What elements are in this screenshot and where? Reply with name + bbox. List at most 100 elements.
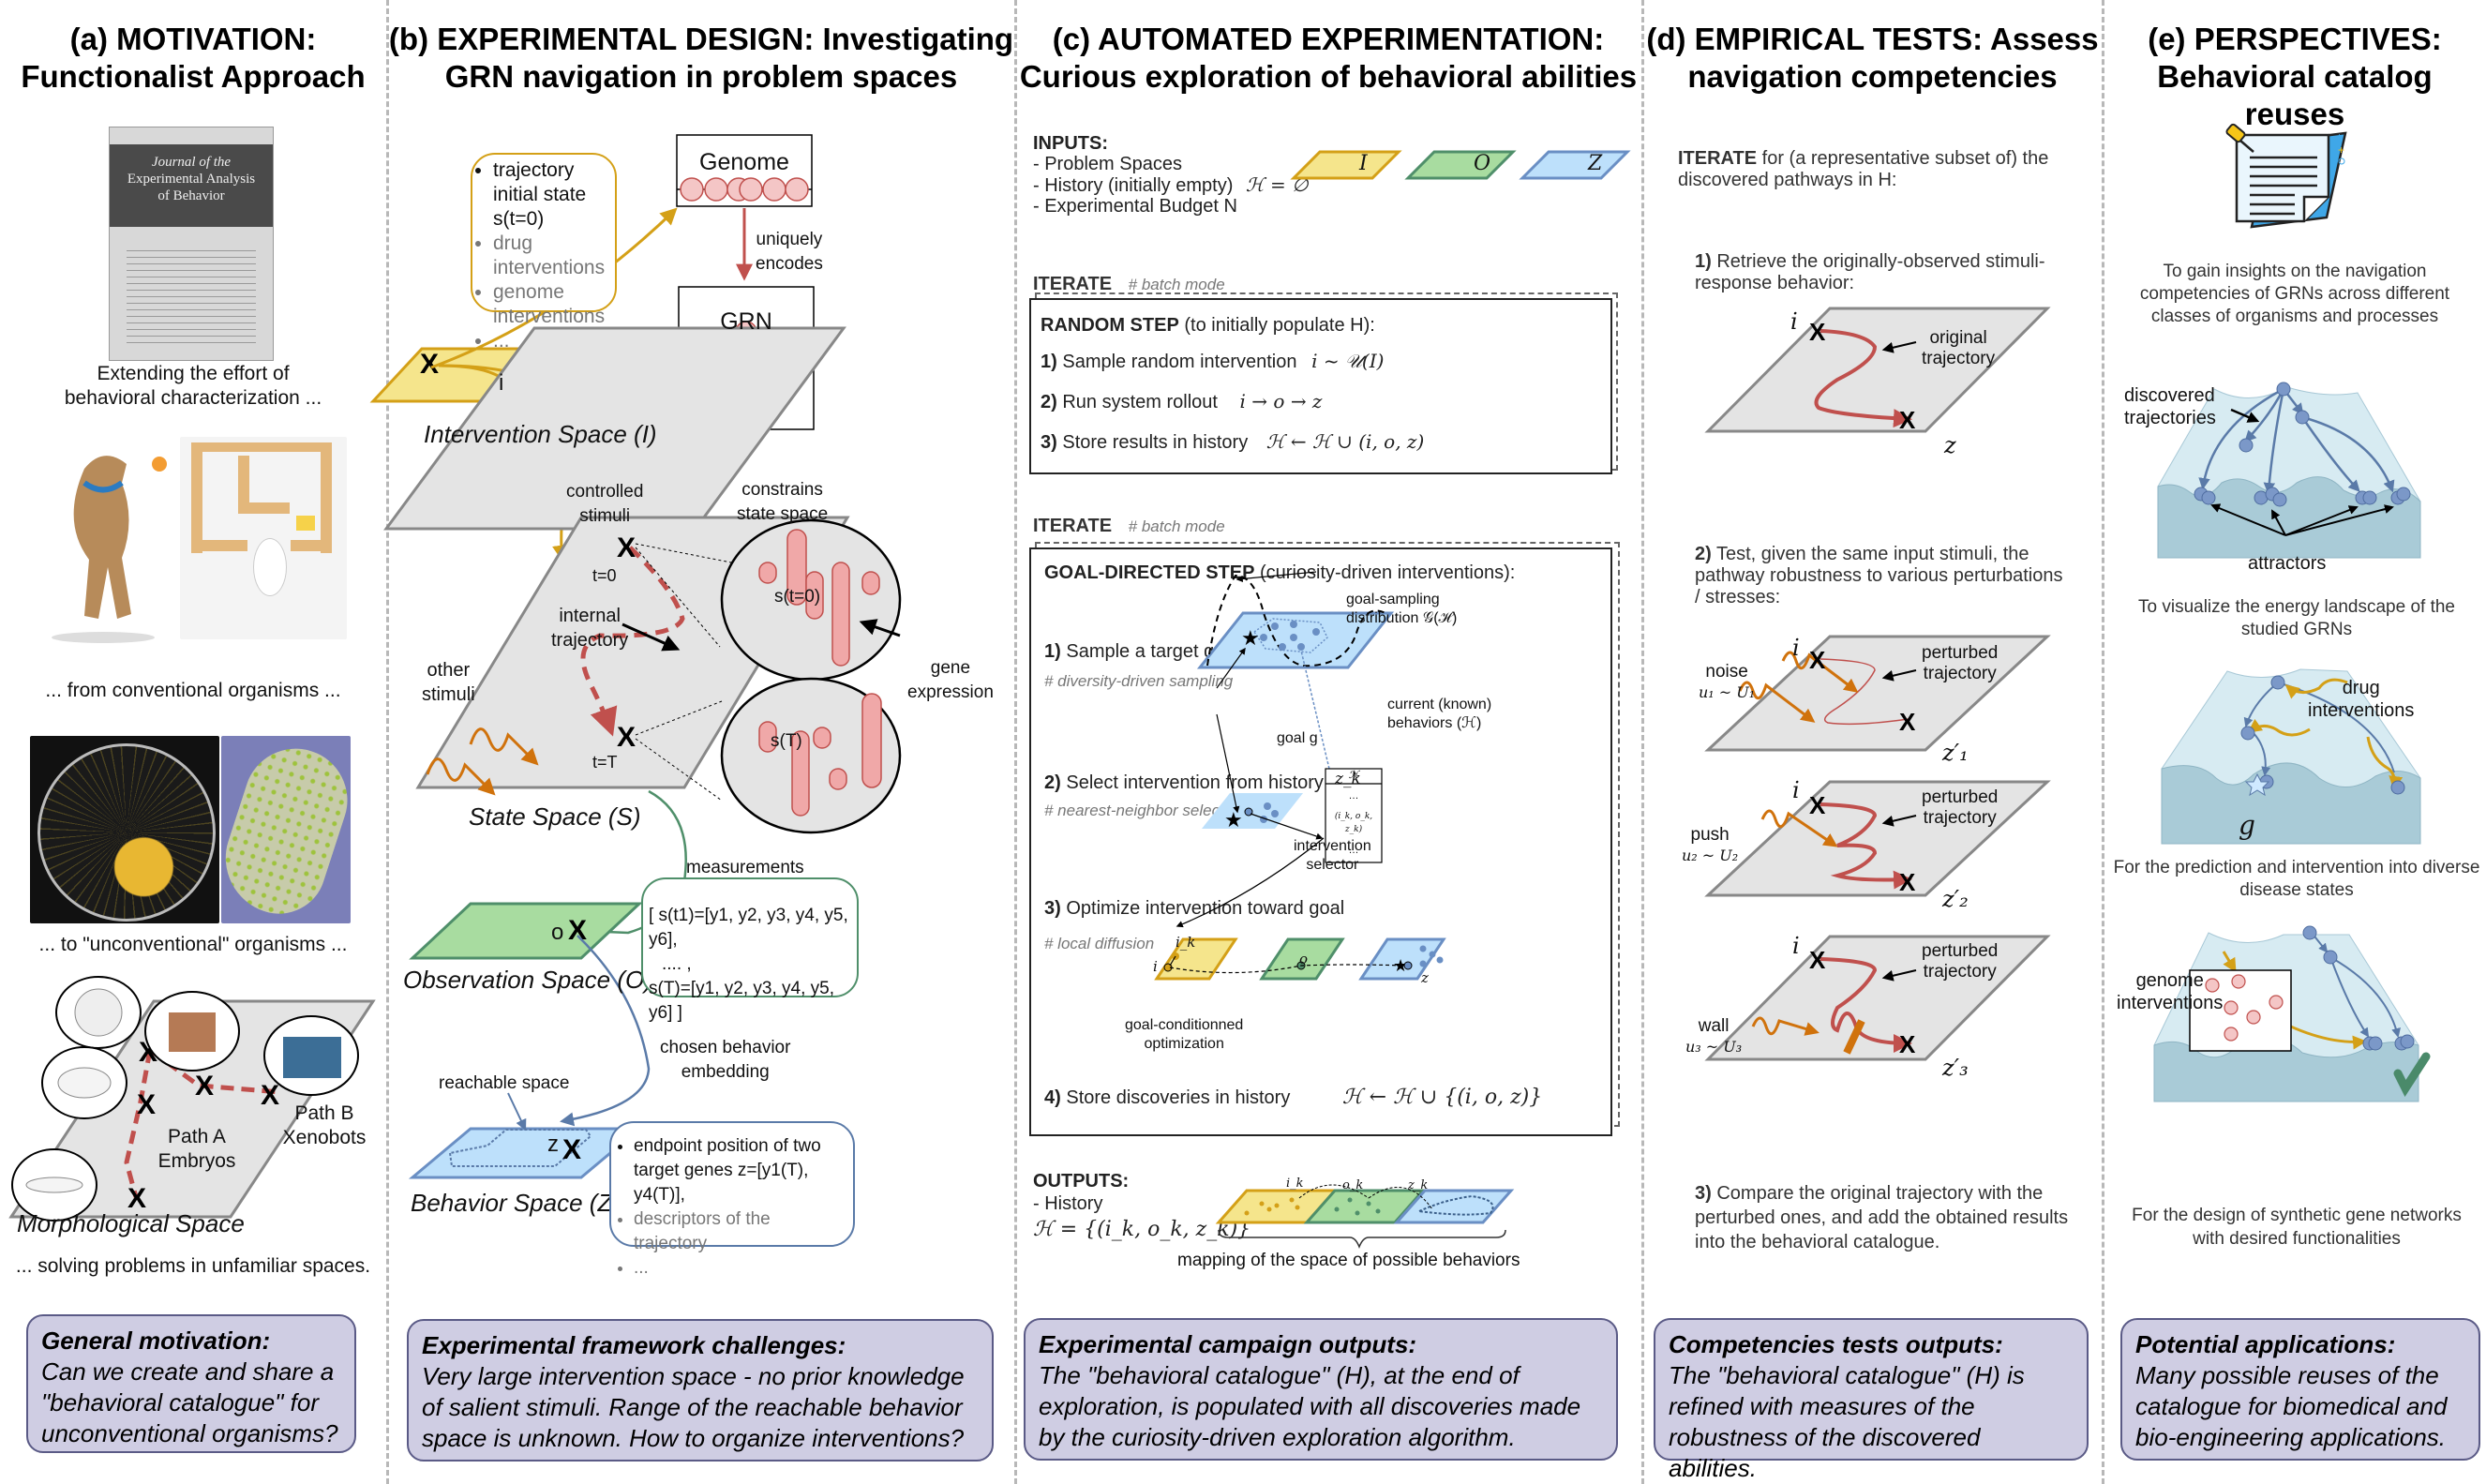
- behavior-descriptor-list: endpoint position of two target genes z=…: [617, 1134, 847, 1281]
- tag-I: I: [1359, 152, 1368, 175]
- svg-text:X: X: [617, 722, 636, 753]
- panel-e-title: (e) PERSPECTIVES: Behavioral catalog reu…: [2148, 22, 2442, 131]
- history-table: ℋ … (i_k, o_k, z_k) …: [1334, 769, 1373, 856]
- goal-directed-diagram: ★ ★ ★: [1154, 571, 1446, 981]
- constrains-label: constrains state space: [737, 480, 829, 524]
- svg-text:X: X: [1899, 1030, 1916, 1058]
- dog-illustration: [28, 441, 169, 666]
- svg-text:X: X: [1899, 708, 1916, 736]
- outputs-mapping-diagram: [1215, 1184, 1515, 1250]
- caption-disease: For the prediction and intervention into…: [2113, 858, 2480, 900]
- o-label: o: [1299, 951, 1309, 967]
- divider-c-d: [1641, 0, 1644, 1484]
- perturbation-push-diagram: XX: [1704, 780, 2051, 897]
- intervention-space-label: Intervention Space (I): [424, 420, 657, 448]
- sT-label: s(T): [771, 731, 802, 751]
- s0-label: s(t=0): [774, 587, 821, 607]
- svg-text:X: X: [1899, 868, 1916, 896]
- svg-text:X: X: [261, 1080, 279, 1111]
- caption-extending: Extending the effort of behavioral chara…: [64, 363, 322, 409]
- potential-applications-box: Potential applications: Many possible re…: [2120, 1318, 2480, 1461]
- divider-a-b: [386, 0, 389, 1484]
- genome-interventions-label: genome interventions: [2117, 970, 2224, 1013]
- competencies-outputs-box: Competencies tests outputs: The "behavio…: [1654, 1318, 2089, 1482]
- divider-b-c: [1014, 0, 1017, 1484]
- path-a-label: Path A Embryos: [157, 1126, 236, 1172]
- framework-challenges-box: Experimental framework challenges: Very …: [407, 1319, 994, 1462]
- panel-b-title: (b) EXPERIMENTAL DESIGN: Investigating G…: [388, 22, 1014, 94]
- mapping-caption: mapping of the space of possible behavio…: [1177, 1251, 1520, 1270]
- grn-label: GRN: [720, 308, 772, 335]
- drug-interventions-label: drug interventions: [2308, 678, 2415, 721]
- svg-text:X: X: [127, 1183, 146, 1214]
- perturb-i-1: i: [1792, 635, 1800, 661]
- random-step-3: 3) Store results in history ℋ ← ℋ ∪ (i, …: [1041, 430, 1425, 453]
- behavior-space-label: Behavior Space (Z): [411, 1189, 621, 1217]
- uniquely-encodes-label: uniquely encodes: [756, 230, 823, 274]
- svg-text:X: X: [137, 1089, 156, 1120]
- z1-prime-label: z′₁: [1942, 740, 1969, 766]
- svg-text:X: X: [420, 349, 439, 380]
- perturbed-label-2: perturbed trajectory: [1922, 787, 1999, 828]
- current-known-label: current (known) behaviors (ℋ): [1387, 697, 1492, 731]
- state-space-diagram: XX: [415, 516, 902, 834]
- iterate-instruction: ITERATE for (a representative subset of)…: [1678, 148, 2049, 190]
- inputs-block: INPUTS: - Problem Spaces - History (init…: [1033, 133, 1309, 217]
- svg-text:+: +: [2336, 130, 2343, 143]
- iterate-goal-label: ITERATE # batch mode: [1033, 516, 1225, 536]
- input-space-tags: [1290, 150, 1631, 180]
- reachable-space-label: reachable space: [439, 1073, 570, 1093]
- journal-cover-image: Journal of the Experimental Analysis of …: [109, 127, 274, 361]
- energy-landscape-genome: [2153, 925, 2431, 1102]
- svg-text:X: X: [568, 915, 587, 946]
- step2-text: 2) Test, given the same input stimuli, t…: [1695, 544, 2063, 607]
- goal-step-header: GOAL-DIRECTED STEP (curiosity-driven int…: [1044, 562, 1516, 583]
- perturbation-wall-diagram: XX: [1704, 935, 2051, 1061]
- random-step-box: RANDOM STEP (to initially populate H): 1…: [1029, 298, 1612, 474]
- perturbation-noise-diagram: XX: [1704, 635, 2051, 752]
- divider-d-e: [2102, 0, 2104, 1484]
- ik-label: i_k: [1176, 934, 1196, 951]
- tT-label: t=T: [592, 753, 618, 772]
- step1-text: 1) Retrieve the originally-observed stim…: [1695, 251, 2045, 293]
- outputs-block: OUTPUTS: - History ℋ = {(i_k, o_k, z_k)}: [1033, 1171, 1251, 1241]
- morphological-space-label: Morphological Space: [17, 1209, 245, 1237]
- svg-text:X: X: [1809, 318, 1826, 346]
- out-ok-label: o_k: [1342, 1178, 1364, 1192]
- svg-text:X: X: [1809, 791, 1826, 819]
- other-stimuli-label: other stimuli: [422, 660, 475, 705]
- out-ik-label: i_k: [1286, 1177, 1304, 1191]
- zk-label: z_k: [1335, 770, 1361, 788]
- catalog-document-icon: ++: [2225, 123, 2347, 229]
- svg-text:X: X: [1809, 946, 1826, 974]
- observation-space-label: Observation Space (O): [403, 966, 652, 994]
- observation-bubble: [ s(t1)=[y1, y2, y3, y4, y5, y6], .... ,…: [641, 877, 859, 1023]
- goal-step-2: 2) Select intervention from history # ne…: [1044, 772, 1324, 819]
- svg-text:★: ★: [1241, 626, 1260, 650]
- svg-text:★: ★: [1393, 956, 1408, 975]
- perturb-i-2: i: [1792, 777, 1800, 803]
- goal-g-label-e: g: [2239, 810, 2255, 841]
- intervention-types-list: trajectory initial state s(t=0) drug int…: [476, 158, 606, 353]
- caption-insights: To gain insights on the navigation compe…: [2139, 262, 2450, 326]
- caption-synthetic: For the design of synthetic gene network…: [2132, 1206, 2462, 1249]
- svg-text:★: ★: [1224, 808, 1243, 832]
- wall-label: wall u₃ ~ U₃: [1685, 1016, 1743, 1056]
- discovered-trajectories-label: discovered trajectories: [2124, 385, 2216, 428]
- intervention-i-label: i: [499, 370, 504, 396]
- push-label: push u₂ ~ U₂: [1682, 825, 1739, 864]
- intervention-selector-label: intervention selector: [1294, 838, 1371, 873]
- svg-text:X: X: [617, 532, 636, 563]
- random-step-header: RANDOM STEP (to initially populate H):: [1041, 315, 1375, 336]
- caption-solving: ... solving problems in unfamiliar space…: [15, 1255, 371, 1277]
- original-trajectory-diagram: XX: [1704, 307, 2051, 434]
- panel-a-title: (a) MOTIVATION: Functionalist Approach: [21, 22, 366, 94]
- intervention-types-bubble: trajectory initial state s(t=0) drug int…: [471, 153, 617, 352]
- tag-O: O: [1474, 152, 1491, 175]
- behavior-z-label: z: [547, 1132, 559, 1157]
- controlled-stimuli-label: controlled stimuli: [566, 482, 644, 526]
- observation-behavior-diagram: X X: [408, 789, 687, 1179]
- step3-text: 3) Compare the original trajectory with …: [1695, 1183, 2069, 1252]
- svg-text:X: X: [1899, 406, 1916, 434]
- step1-i-label: i: [1790, 308, 1798, 335]
